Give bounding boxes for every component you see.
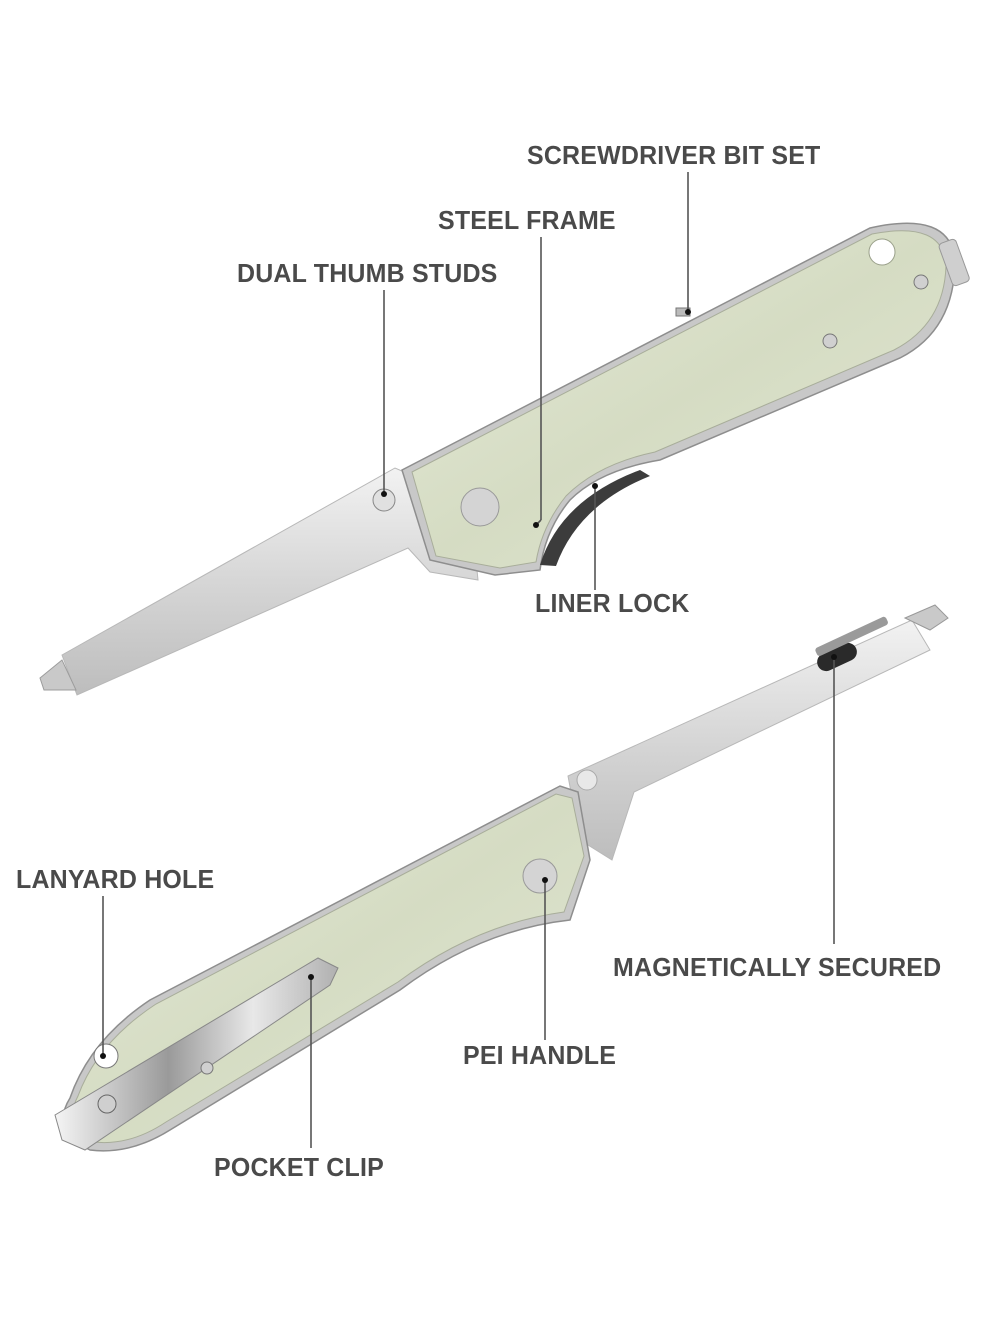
top-tool bbox=[39, 222, 970, 696]
top-liner-lock bbox=[540, 470, 650, 566]
callout-lanyard-hole: LANYARD HOLE bbox=[16, 864, 215, 894]
bottom-pivot bbox=[522, 858, 558, 894]
top-clip-tab bbox=[938, 238, 970, 287]
callout-pocket-clip: POCKET CLIP bbox=[214, 1152, 384, 1182]
leader-lines bbox=[100, 172, 837, 1148]
top-lanyard-hole bbox=[868, 238, 896, 266]
callout-steel-frame: STEEL FRAME bbox=[438, 205, 616, 235]
top-screw bbox=[913, 274, 929, 290]
callout-magnetically-secured: MAGNETICALLY SECURED bbox=[613, 952, 942, 982]
callout-pei-handle: PEI HANDLE bbox=[463, 1040, 617, 1070]
callout-dual-thumb-studs: DUAL THUMB STUDS bbox=[237, 258, 498, 288]
callout-screwdriver-bit-set: SCREWDRIVER BIT SET bbox=[527, 140, 821, 170]
callout-liner-lock: LINER LOCK bbox=[535, 588, 690, 618]
top-bit-tip bbox=[39, 659, 77, 691]
top-screw bbox=[822, 333, 838, 349]
bottom-magnet-bit bbox=[815, 616, 888, 656]
bottom-thumb-stud bbox=[576, 769, 598, 791]
bottom-tool bbox=[54, 604, 949, 1152]
bottom-clip-screw bbox=[97, 1094, 117, 1114]
bottom-screw bbox=[200, 1061, 214, 1075]
top-handle-scale bbox=[411, 230, 947, 569]
bottom-bit-tip bbox=[903, 604, 949, 631]
top-pivot bbox=[460, 487, 500, 527]
bottom-shaft bbox=[567, 619, 931, 861]
bottom-pocket-clip bbox=[54, 957, 339, 1151]
